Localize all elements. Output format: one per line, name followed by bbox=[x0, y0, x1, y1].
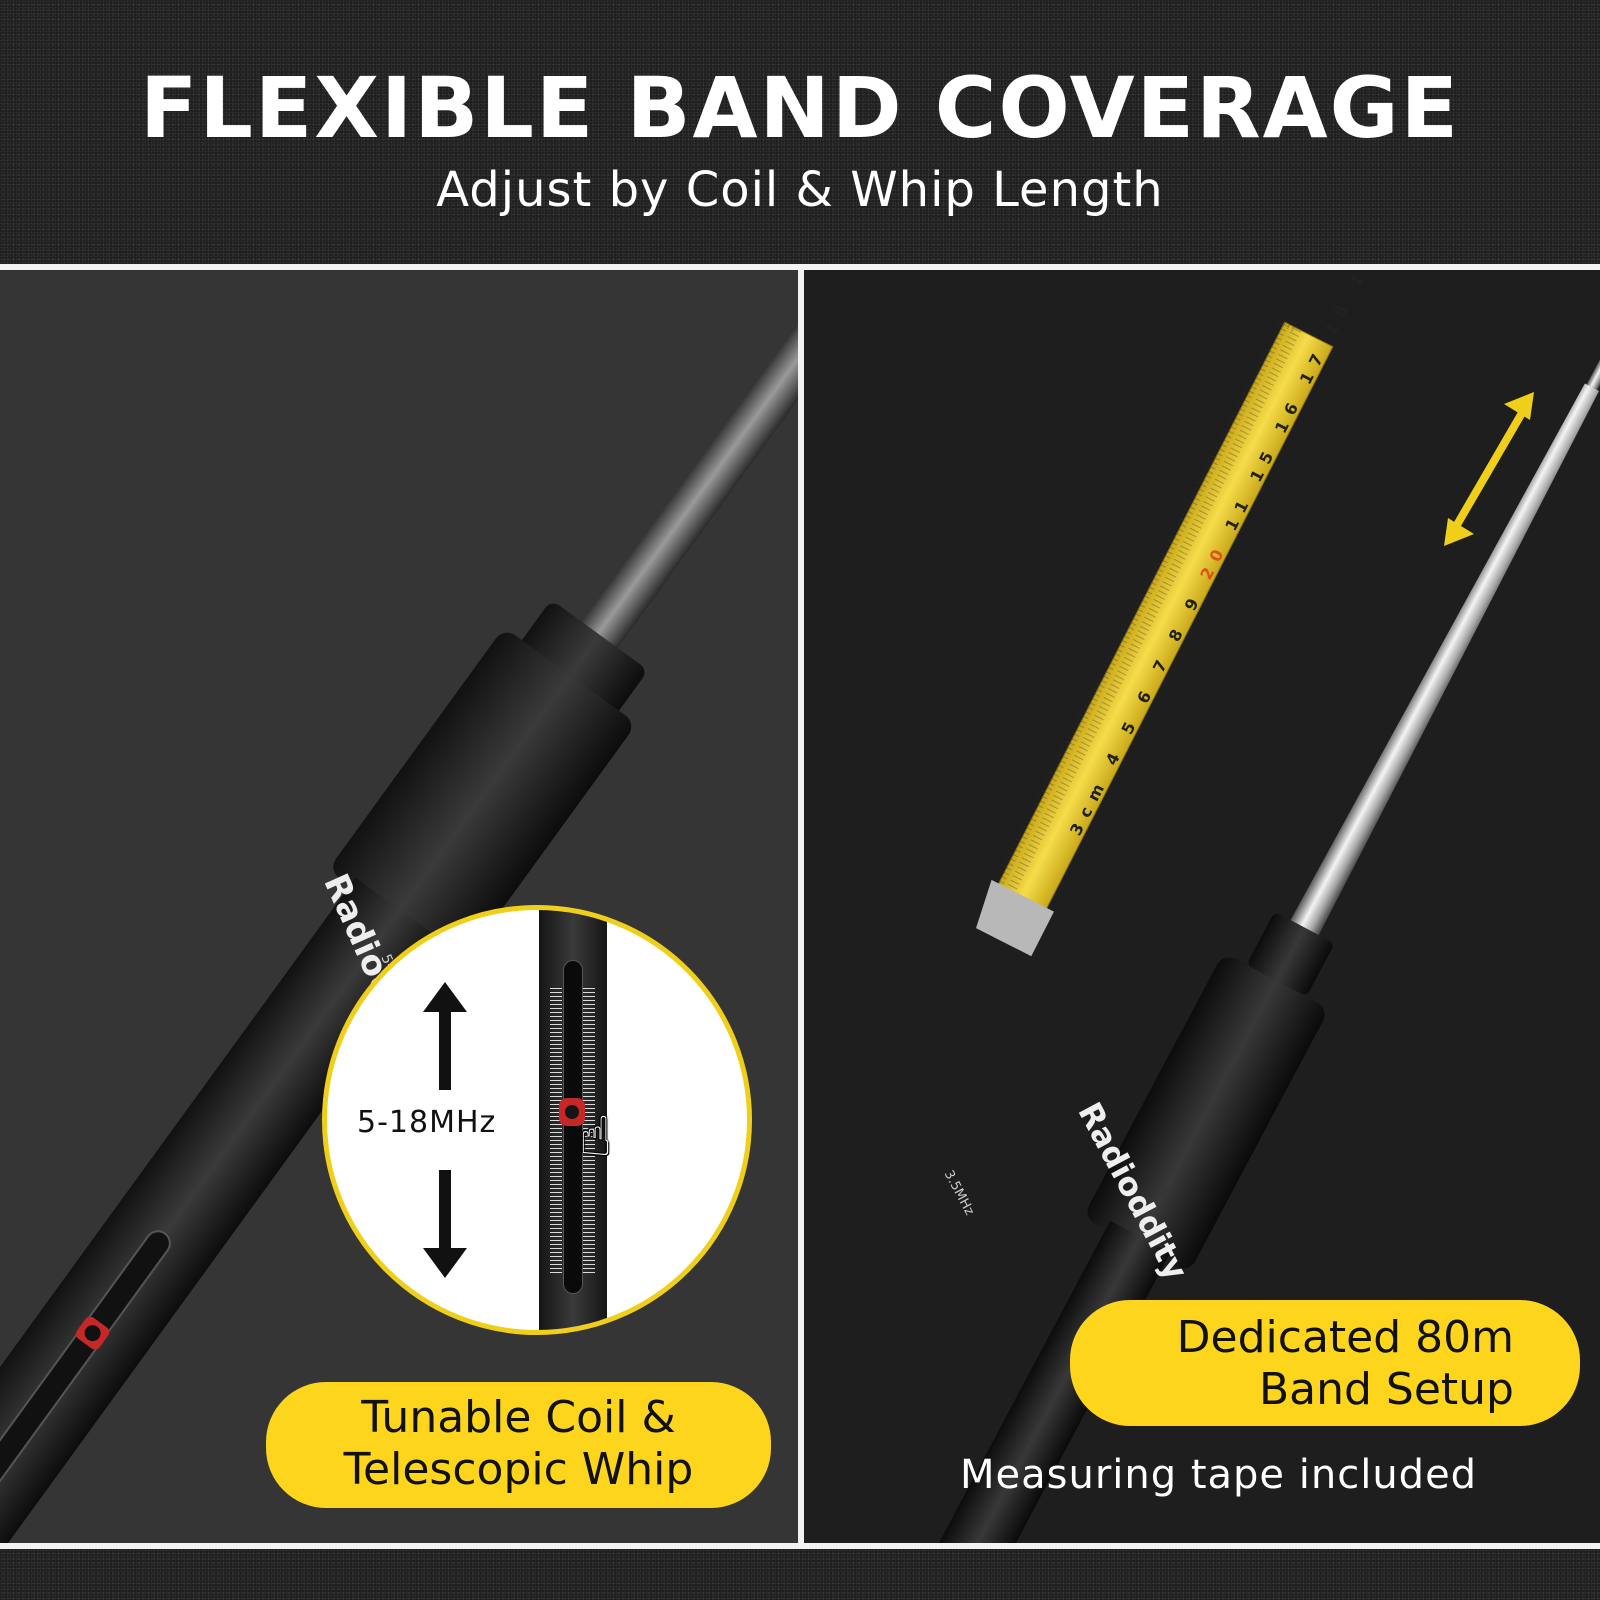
pill-line-1: Dedicated 80m bbox=[1176, 1312, 1514, 1363]
feature-pill-tunable-coil: Tunable Coil & Telescopic Whip bbox=[266, 1382, 771, 1508]
tuning-slider-knob[interactable] bbox=[559, 1098, 585, 1126]
header-divider bbox=[0, 264, 1600, 270]
measuring-tape-caption: Measuring tape included bbox=[960, 1452, 1478, 1498]
feature-pill-80m-band: Dedicated 80m Band Setup bbox=[1070, 1300, 1580, 1426]
header-banner: FLEXIBLE BAND COVERAGE Adjust by Coil & … bbox=[0, 0, 1600, 264]
scale-ticks-right bbox=[583, 988, 595, 1276]
up-down-arrows-icon bbox=[423, 982, 467, 1278]
right-panel: 3cm 4 5 6 7 8 9 20 11 15 16 17 18 19 30 … bbox=[804, 270, 1600, 1543]
footer-strip bbox=[0, 1549, 1600, 1600]
tuning-slot bbox=[563, 960, 583, 1294]
page-subtitle: Adjust by Coil & Whip Length bbox=[436, 162, 1164, 218]
telescopic-antenna-illustration bbox=[922, 315, 1600, 1543]
coil-detail-inset: ☝ 5-18MHz bbox=[322, 905, 752, 1335]
scale-ticks-left bbox=[550, 988, 562, 1276]
left-panel: Radioddity 5-18MHz ☝ 5-18MHz Tunable Coi… bbox=[0, 270, 798, 1543]
hand-pointer-icon: ☝ bbox=[579, 1105, 612, 1168]
page-title: FLEXIBLE BAND COVERAGE bbox=[140, 59, 1460, 157]
pill-line-2: Band Setup bbox=[1258, 1364, 1514, 1415]
pill-line-2: Telescopic Whip bbox=[343, 1444, 694, 1495]
measuring-tape bbox=[976, 315, 1334, 957]
coil-antenna-illustration bbox=[0, 270, 798, 1543]
footer-divider bbox=[0, 1543, 1600, 1549]
extend-double-arrow-icon bbox=[1444, 392, 1534, 546]
panel-divider bbox=[798, 270, 804, 1543]
pill-line-1: Tunable Coil & bbox=[361, 1392, 676, 1443]
frequency-range-label: 5-18MHz bbox=[357, 1105, 497, 1140]
